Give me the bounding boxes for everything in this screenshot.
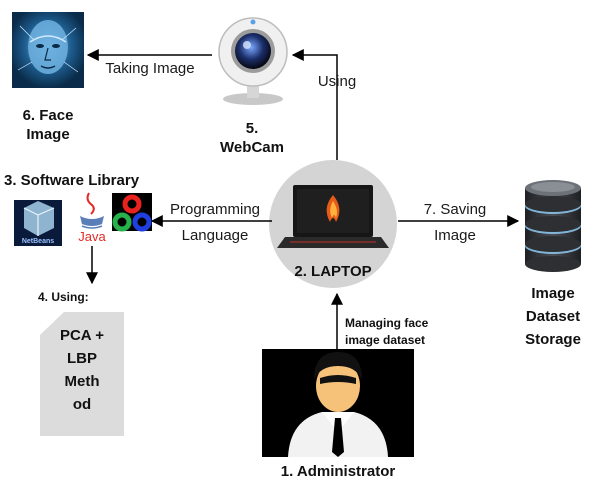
java-icon: Java bbox=[78, 192, 106, 244]
laptop-icon bbox=[277, 185, 389, 248]
edge-label-managing-2: image dataset bbox=[345, 333, 425, 347]
method-line1: PCA + bbox=[60, 327, 104, 344]
opencv-icon bbox=[112, 193, 152, 232]
method-line2: LBP bbox=[67, 350, 97, 367]
edge-label-programming-1: Programming bbox=[170, 201, 260, 218]
storage-label-line1: Image bbox=[531, 285, 574, 302]
java-text: Java bbox=[78, 229, 106, 244]
edge-label-taking-image: Taking Image bbox=[105, 60, 194, 77]
webcam-label-line1: 5. bbox=[246, 120, 259, 137]
software-library-label: 3. Software Library bbox=[4, 172, 140, 189]
method-line3: Meth bbox=[65, 373, 100, 390]
edge-label-managing-1: Managing face bbox=[345, 316, 429, 330]
laptop-label: 2. LAPTOP bbox=[294, 263, 371, 280]
database-icon bbox=[525, 180, 581, 272]
edge-label-programming-2: Language bbox=[182, 227, 249, 244]
arrow-laptop-to-webcam bbox=[291, 49, 338, 160]
admin-label: 1. Administrator bbox=[281, 463, 396, 480]
method-line4: od bbox=[73, 396, 91, 413]
edge-label-using4: 4. Using: bbox=[38, 290, 89, 304]
administrator-icon bbox=[262, 349, 414, 457]
edge-label-saving-1: 7. Saving bbox=[424, 201, 487, 218]
edge-label-using: Using bbox=[318, 73, 356, 90]
face-label-line1: 6. Face bbox=[23, 107, 74, 124]
edge-label-saving-2: Image bbox=[434, 227, 476, 244]
netbeans-text: NetBeans bbox=[22, 238, 54, 245]
netbeans-icon: NetBeans bbox=[14, 200, 62, 246]
face-label-line2: Image bbox=[26, 126, 69, 143]
webcam-label-line2: WebCam bbox=[220, 139, 284, 156]
storage-label-line3: Storage bbox=[525, 331, 581, 348]
webcam-icon bbox=[218, 17, 288, 105]
storage-label-line2: Dataset bbox=[526, 308, 580, 325]
face-image-icon bbox=[12, 12, 84, 88]
document-icon bbox=[40, 312, 124, 436]
